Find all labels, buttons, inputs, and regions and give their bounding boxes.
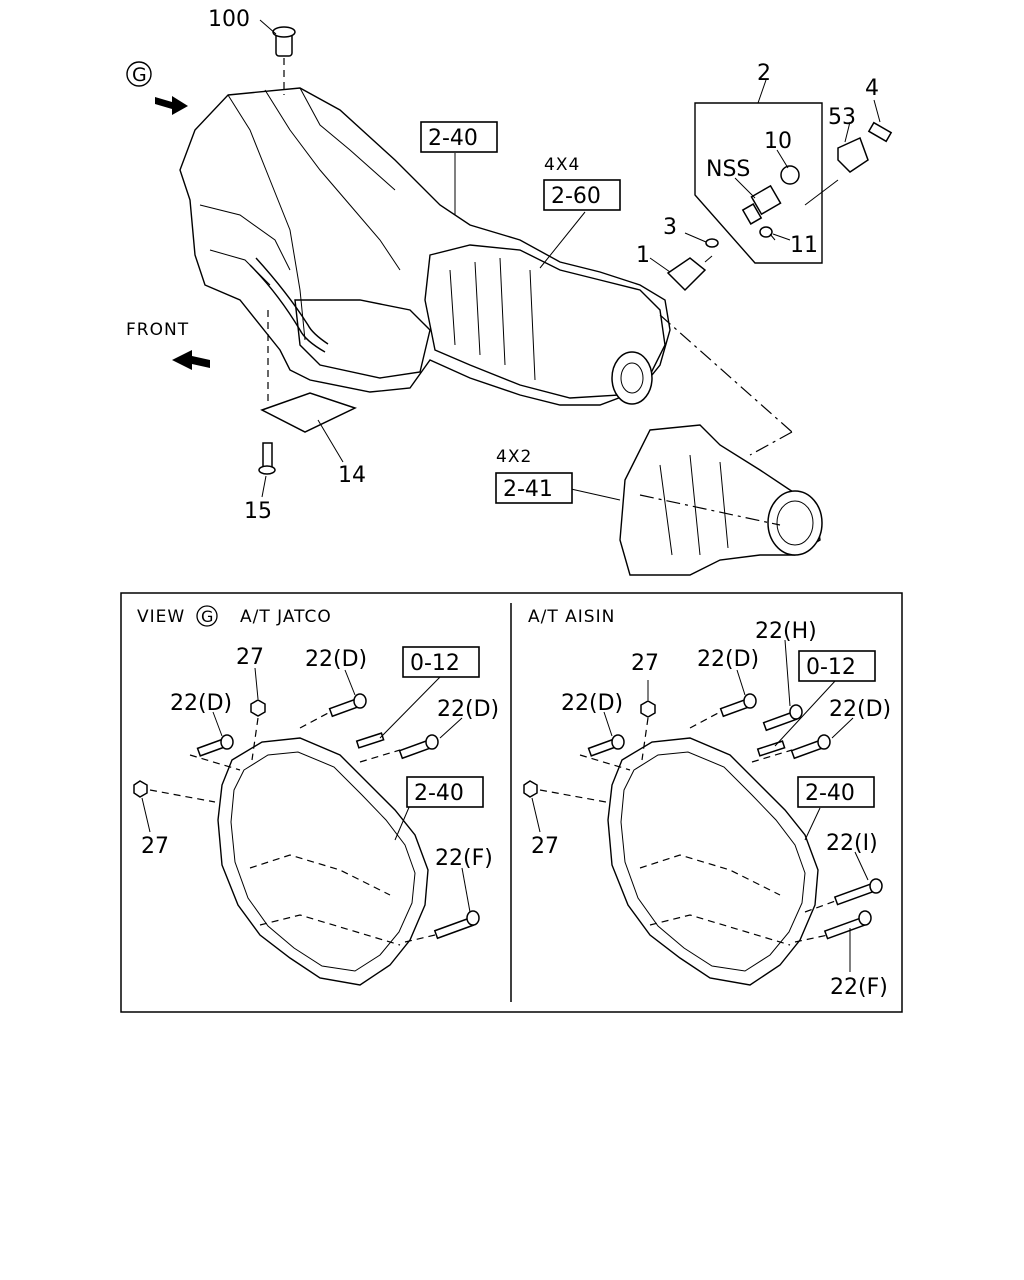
svg-text:G: G — [132, 64, 147, 86]
label-3: 3 — [663, 215, 677, 240]
svg-text:2-40: 2-40 — [805, 781, 855, 806]
label-nss: NSS — [706, 157, 750, 182]
svg-text:2-60: 2-60 — [551, 184, 601, 209]
label-27-b: 27 — [141, 834, 169, 859]
bolt-15 — [258, 442, 276, 475]
ref-box-2-40-top: 2-40 — [420, 121, 498, 153]
nss-sensor — [741, 184, 782, 225]
ref-box-0-12-right: 0-12 — [798, 650, 876, 682]
nut-27-a-r — [640, 700, 656, 718]
panel-left-title: VIEW — [137, 607, 185, 627]
svg-text:2-41: 2-41 — [503, 477, 553, 502]
bolt-22f-r — [823, 910, 872, 940]
extension-housing-4x2 — [619, 424, 823, 576]
panel-left-title-rest: A/T JATCO — [240, 607, 332, 627]
label-1: 1 — [636, 243, 650, 268]
label-22d-c: 22(D) — [437, 697, 499, 722]
label-22f-r: 22(F) — [830, 975, 888, 1000]
label-22d-a: 22(D) — [170, 691, 232, 716]
nut-27-b — [133, 780, 148, 798]
label-10: 10 — [764, 129, 792, 154]
bolt-4 — [867, 121, 893, 143]
bolt-22d-c-r — [790, 734, 831, 760]
dowel-pin-r — [756, 740, 786, 757]
bolt-22d-b — [328, 693, 367, 718]
label-front: FRONT — [126, 320, 189, 340]
label-53: 53 — [828, 105, 856, 130]
transmission-assembly — [155, 26, 671, 406]
bolt-22h — [762, 704, 803, 732]
pan-plate-14 — [260, 310, 357, 433]
bolt-22d-c — [398, 734, 439, 760]
label-15: 15 — [244, 499, 272, 524]
label-27-a-r: 27 — [631, 651, 659, 676]
svg-text:0-12: 0-12 — [806, 655, 856, 680]
bolt-22d-a-r — [587, 734, 625, 757]
label-27-a: 27 — [236, 645, 264, 670]
label-14: 14 — [338, 463, 366, 488]
ref-box-2-40-left: 2-40 — [406, 776, 484, 808]
nut-27-b-r — [523, 780, 538, 798]
converter-housing-aisin — [607, 737, 819, 986]
label-4x4: 4X4 — [544, 155, 580, 175]
panel-jatco: VIEW G A/T JATCO — [133, 605, 499, 986]
gear-1 — [666, 255, 713, 292]
label-4x2: 4X2 — [496, 447, 532, 467]
label-22h: 22(H) — [755, 619, 817, 644]
svg-text:0-12: 0-12 — [410, 651, 460, 676]
panel-right-title: A/T AISIN — [528, 607, 615, 627]
panel-aisin: A/T AISIN — [523, 607, 891, 1000]
label-22i: 22(I) — [826, 831, 878, 856]
nut-27-a — [250, 699, 266, 717]
bracket-53 — [837, 136, 869, 173]
bolt-22i — [833, 878, 883, 906]
converter-housing-jatco — [217, 737, 429, 986]
bolt-22d-b-r — [719, 693, 757, 718]
ref-box-2-40-right: 2-40 — [797, 776, 875, 808]
label-100: 100 — [208, 7, 250, 32]
ref-box-2-60: 2-60 — [543, 179, 621, 211]
bolt-22f — [433, 910, 480, 940]
svg-text:2-40: 2-40 — [428, 126, 478, 151]
label-22d-b-r: 22(D) — [697, 647, 759, 672]
label-22f: 22(F) — [435, 846, 493, 871]
speed-sensor-group — [694, 102, 839, 264]
label-11: 11 — [790, 233, 818, 258]
label-22d-c-r: 22(D) — [829, 697, 891, 722]
label-22d-a-r: 22(D) — [561, 691, 623, 716]
label-22d-b: 22(D) — [305, 647, 367, 672]
label-4: 4 — [865, 76, 879, 101]
ref-box-2-41: 2-41 — [495, 472, 573, 504]
ref-box-0-12-left: 0-12 — [402, 646, 480, 678]
bolt-22d-a — [196, 734, 234, 757]
panel-left-title-g: G — [201, 607, 213, 626]
oring-3 — [705, 238, 719, 248]
views-frame — [120, 592, 903, 1013]
svg-text:2-40: 2-40 — [414, 781, 464, 806]
label-2: 2 — [757, 61, 771, 86]
label-27-b-r: 27 — [531, 834, 559, 859]
dowel-pin — [355, 732, 385, 749]
view-g-marker: G — [126, 61, 152, 87]
